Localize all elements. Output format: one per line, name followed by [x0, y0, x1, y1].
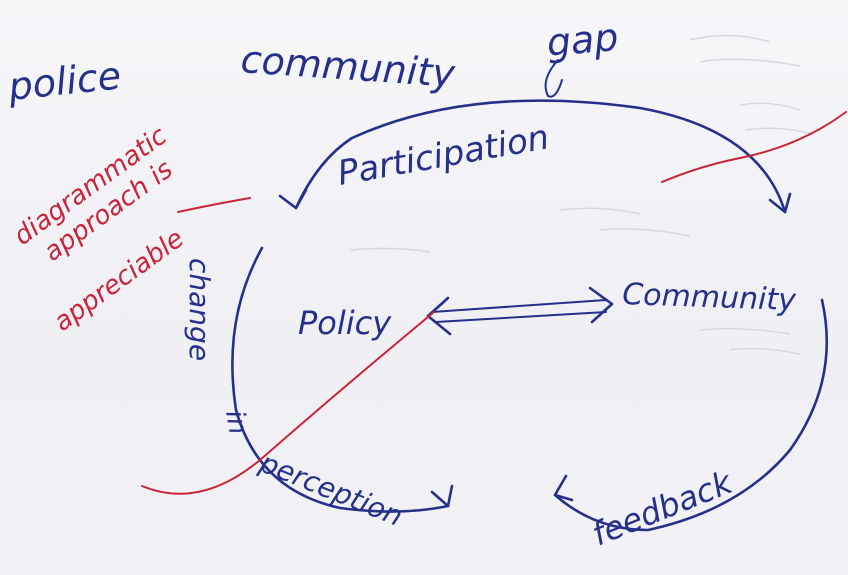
- cycle-arrows: [231, 99, 828, 532]
- bleed-through-marks: [349, 34, 813, 355]
- heading-community: community: [239, 37, 456, 96]
- double-arrow-bottom: [435, 311, 607, 323]
- top-arc-arrow: [294, 99, 787, 214]
- gap-g-descender: [544, 59, 563, 98]
- double-arrow-top: [431, 299, 607, 313]
- left-arc-arrow: [231, 246, 450, 513]
- top-arc-arrowhead: [278, 188, 308, 210]
- top-arc-tail-hook: [768, 192, 792, 214]
- heading-police: police: [5, 53, 123, 109]
- right-arc-arrow: [553, 298, 828, 532]
- remark-underline: [177, 197, 251, 213]
- label-community: Community: [622, 277, 798, 318]
- red-check-stroke-right: [661, 111, 847, 183]
- double-arrow-right-head: [588, 286, 614, 324]
- right-arc-arrowhead: [553, 474, 574, 502]
- double-arrow-left-head: [426, 296, 452, 336]
- red-check-stroke-left: [141, 311, 435, 495]
- label-policy: Policy: [298, 304, 392, 342]
- heading-gap: gap: [545, 15, 620, 65]
- label-in: in: [219, 408, 253, 437]
- left-arc-arrowhead: [430, 484, 454, 508]
- label-change: change: [183, 258, 216, 361]
- label-perception: perception: [254, 446, 407, 533]
- label-participation: Participation: [335, 117, 552, 194]
